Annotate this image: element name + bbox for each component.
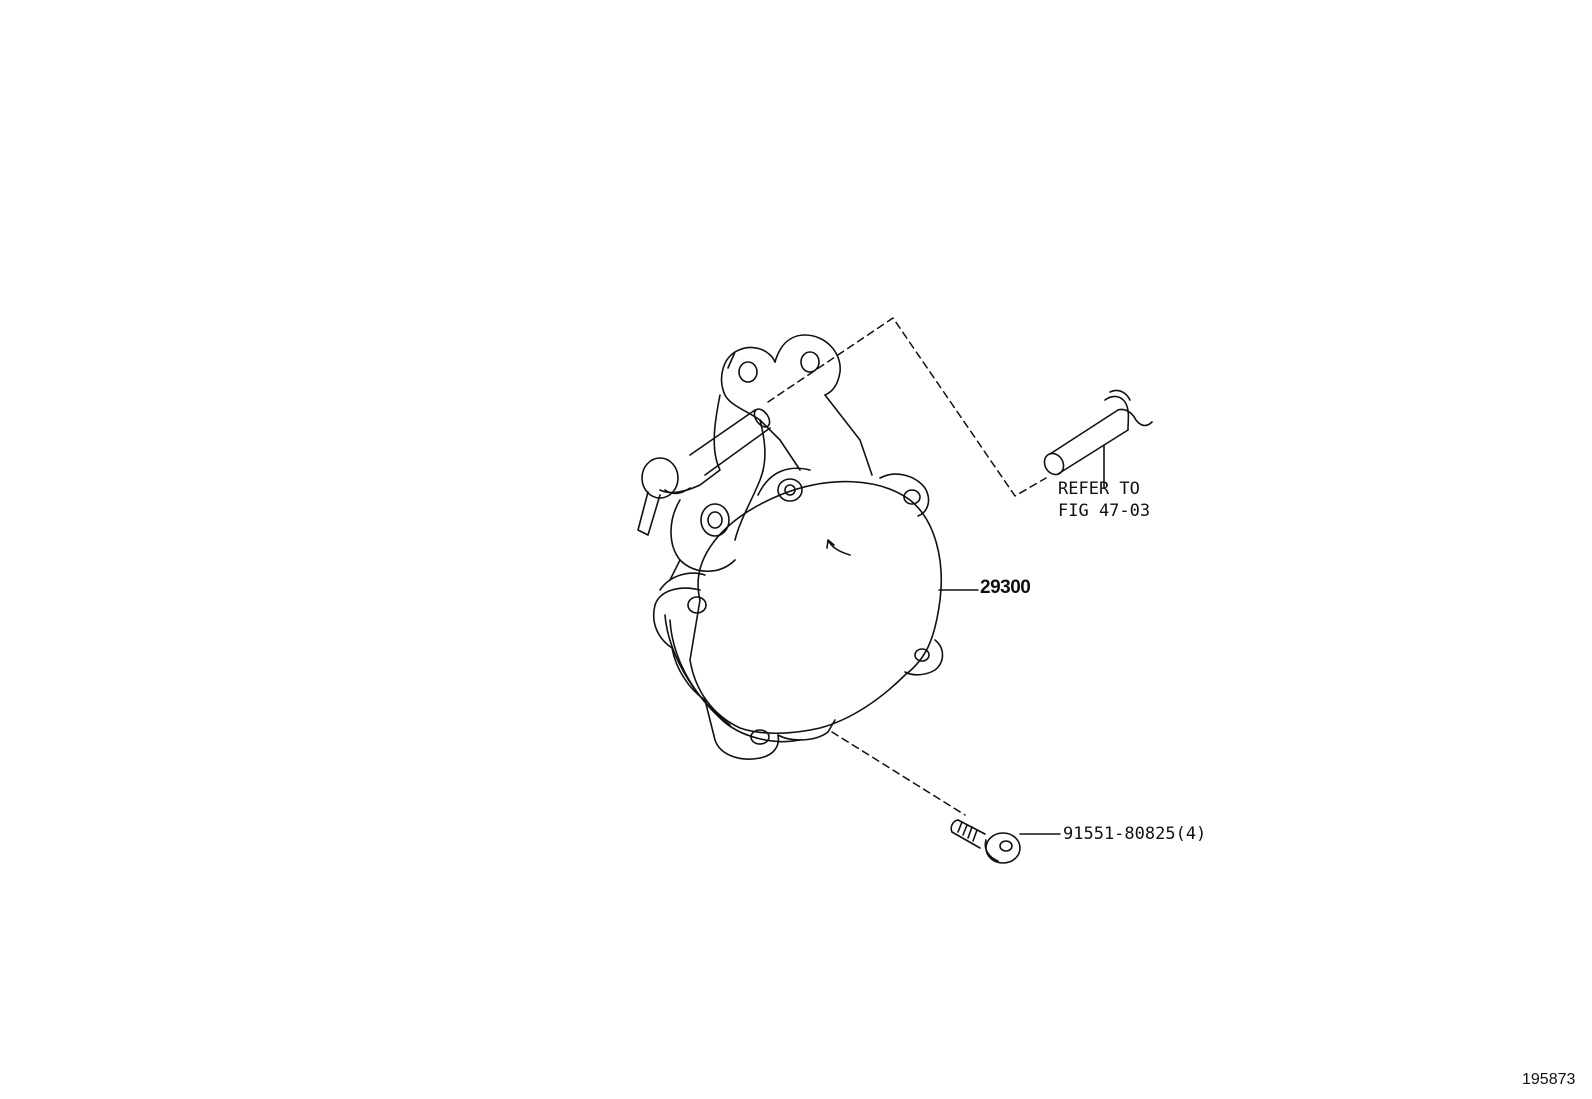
bolt-drawing <box>950 819 1021 864</box>
callout-leaders <box>938 589 1061 835</box>
refer-label-line2[interactable]: FIG 47-03 <box>1058 501 1151 521</box>
vacuum-pump-drawing <box>637 334 944 760</box>
bolt-part-number[interactable]: 91551-80825(4) <box>1063 824 1207 844</box>
refer-label-line1: REFER TO <box>1058 479 1140 499</box>
figure-id: 195873 <box>1522 1071 1576 1088</box>
assembly-dashed-lines <box>767 317 1047 816</box>
hose-drawing <box>1043 389 1153 489</box>
pump-part-number[interactable]: 29300 <box>980 577 1031 598</box>
